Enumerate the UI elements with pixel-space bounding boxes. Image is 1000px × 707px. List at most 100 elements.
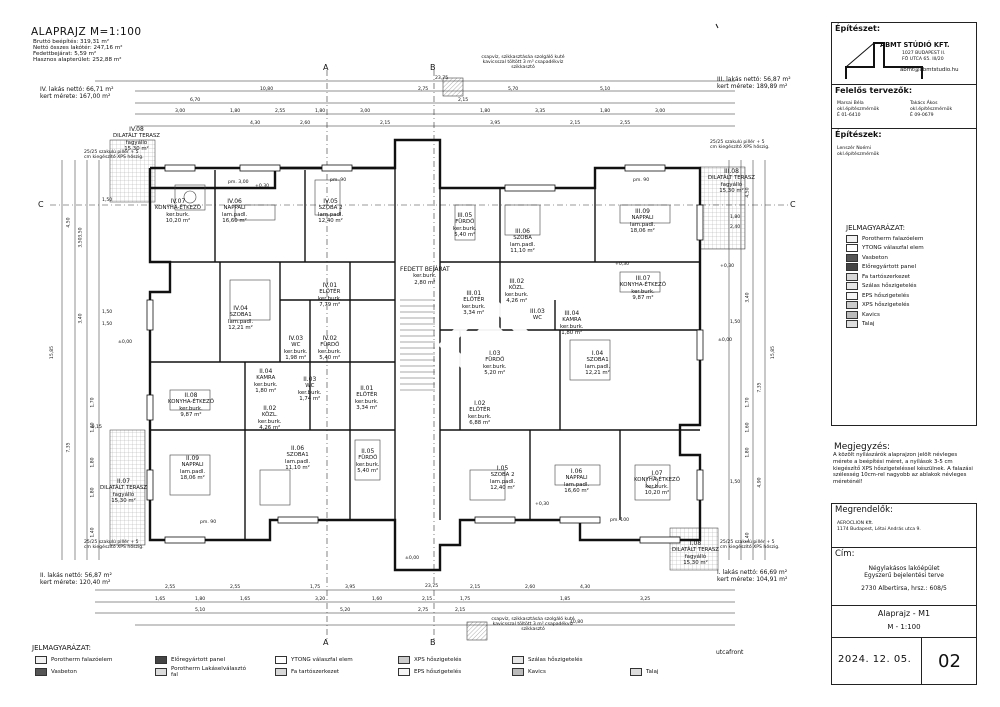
dim-left-7: 3,50 [78,227,84,238]
sheet-title-block: Alaprajz - M1 M - 1:100 [831,605,977,639]
watermark-diamond [437,292,543,398]
dim-right-10: 4,90 [757,477,763,488]
bottom-legend-item: YTONG válaszfal elem [275,656,353,664]
bottom-legend-item: Kavics [512,668,546,676]
bottom-legend-item: Porotherm falazóelem [35,656,112,664]
dim-bot2-4: 3,20 [315,597,326,602]
studio-address-1: 1027 BUDAPEST II. [902,51,946,56]
sheet-scale: M - 1:100 [887,623,921,631]
designer2-id: É 09-0679 [910,113,934,118]
architects-legend-block: Építészek: Lenszér Noémi okl.építészmérn… [831,128,977,452]
dim-bot2-6: 2,15 [422,597,433,602]
section-a-bottom: A [323,638,329,647]
dim-bot3-1: 5,10 [195,608,206,613]
apt-ii-net: II. lakás nettó: 56,87 m² [40,572,112,579]
dim-bot2-8: 1,85 [560,597,571,602]
dim-left-11: 1,80 [90,457,96,468]
legend-swatch [155,668,167,676]
bottom-legend-item: EPS hőszigetelés [398,668,461,676]
dim-right-9: 1,80 [745,447,751,458]
level-11: pm. 100 [610,518,630,523]
section-b-bottom: B [430,638,436,647]
studio-name: ABMT STÚDIÓ KFT. [880,41,950,49]
legend-swatch [35,668,47,676]
dim-right-11: 1,50 [730,480,741,485]
dim-right-2: 1,80 [730,215,741,220]
dim-bot-4: 3,95 [345,585,356,590]
dim-left-5: 1,50 [102,310,113,315]
dim-right-4: 7,35 [757,382,763,393]
dim-left-6: 1,50 [102,322,113,327]
dim-bot3-2: 5,20 [340,608,351,613]
sheet-number: 02 [921,638,977,684]
legend-swatch [846,291,858,300]
dim-left-total: 15,85 [50,345,56,360]
apt-iii-net: III. lakás nettó: 56,87 m² [717,76,791,83]
designer1-id: É 01-6410 [837,113,861,118]
dim-top-1: 3,00 [175,109,186,114]
legend-list: Porotherm falazóelem YTONG válaszfal ele… [846,234,924,329]
dim-top-9: 3,00 [655,109,666,114]
level-7: ±0,00 [718,338,733,343]
level-9: -0,15 [90,425,102,430]
level-4: +0,30 [255,184,270,189]
dim-top2-2: 10,80 [260,87,274,92]
legend-swatch [35,656,47,664]
dim-right-12: 1,40 [745,532,751,543]
designer2-name: Takács Ákos [910,101,938,106]
dim-left-4: 3,40 [78,313,84,324]
architect-title: okl.építészmérnök [837,152,880,157]
bottom-legend-item: Vasbeton [35,668,77,676]
street-label: utcafront [716,649,744,656]
plan-title: ALAPRAJZ M=1:100 [31,26,142,38]
dim-top2-1: 6,70 [190,98,201,103]
legend-swatch [846,234,858,243]
dim-bot-2: 2,55 [230,585,241,590]
sheet-date: 2024. 12. 05. [838,654,912,665]
legend-swatch [846,282,858,291]
furniture [169,179,671,506]
legend-label: JELMAGYARÁZAT: [846,224,905,232]
dim-right-total: 15,85 [771,345,777,360]
legend-item: XPS hőszigetelés [846,301,924,311]
apt-iv-net: IV. lakás nettó: 66,71 m² [40,86,114,93]
dim-bot-3: 1,75 [310,585,321,590]
pillar-note-3: 25/25 szakulú pillér + 5 cm kiegészítő X… [84,540,144,551]
dim-right-5: 3,40 [745,292,751,303]
architecture-block: Építészet: ABMT STÚDIÓ KFT. 1027 BUDAPES… [831,22,977,86]
dim-bot3-5: 10,80 [570,620,584,625]
dim-bot2-9: 3,25 [640,597,651,602]
section-b-top: B [430,63,436,72]
dim-left-12: 1,80 [90,487,96,498]
dimension-lines-top [95,80,735,127]
bottom-legend-item: Fa tartószerkezet [275,668,339,676]
dim-top2-6: 5,10 [600,87,611,92]
level-13: +0,30 [535,502,550,507]
client-name: AEROCLION Kft. [837,521,874,526]
legend-swatch [512,656,524,664]
dim-right-3: 2,40 [730,225,741,230]
project-location: 2730 Albertirsa, hrsz.: 608/5 [861,585,947,592]
stat-4: Hasznos alapterület: 252,88 m² [33,57,122,63]
section-a-top: A [323,63,329,72]
level-3: pm. 90 [633,178,650,183]
floor-plan: ALAPRAJZ M=1:100 Bruttó beépítés: 319,31… [31,23,796,656]
dim-top3-2: 2,60 [300,121,311,126]
dim-bot2-1: 1,65 [155,597,166,602]
